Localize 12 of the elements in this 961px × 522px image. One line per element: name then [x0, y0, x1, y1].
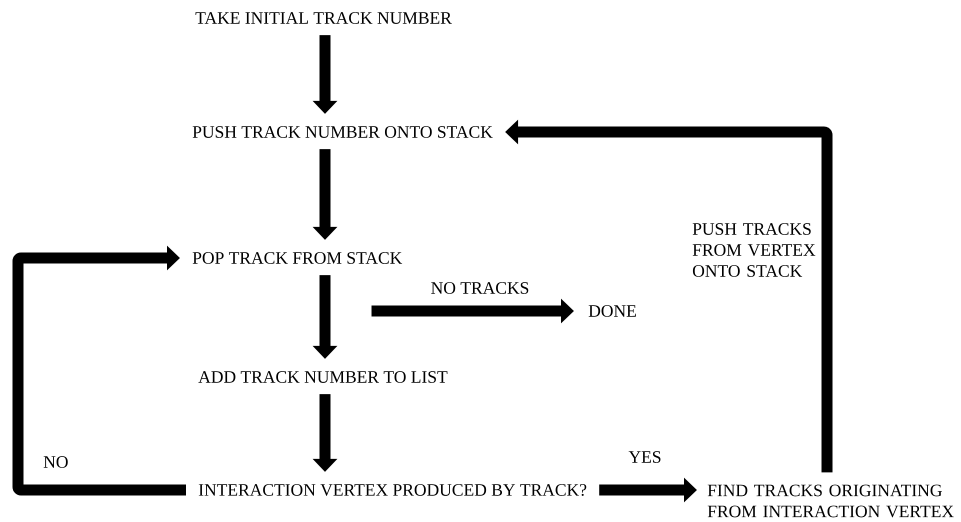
step-text: INTERACTION VERTEX PRODUCED BY TRACK?: [198, 484, 586, 496]
step-text: PUSH TRACK NUMBER ONTO STACK: [192, 126, 493, 138]
edge-label: YES: [627, 450, 663, 464]
edge-label: NO: [42, 455, 70, 469]
arrow: [12, 246, 186, 496]
step-text: DONE: [588, 305, 636, 317]
edge-label: PUSH TRACKS FROM VERTEX ONTO STACK: [691, 222, 822, 278]
step-text: ADD TRACK NUMBER TO LIST: [198, 371, 448, 383]
step-text: TAKE INITIAL TRACK NUMBER: [196, 12, 452, 24]
step-text: POP TRACK FROM STACK: [192, 252, 402, 264]
step-text: FIND TRACKS ORIGINATING FROM INTERACTION VERTEX: [708, 484, 954, 518]
edge-label: NO TRACKS: [430, 281, 530, 295]
